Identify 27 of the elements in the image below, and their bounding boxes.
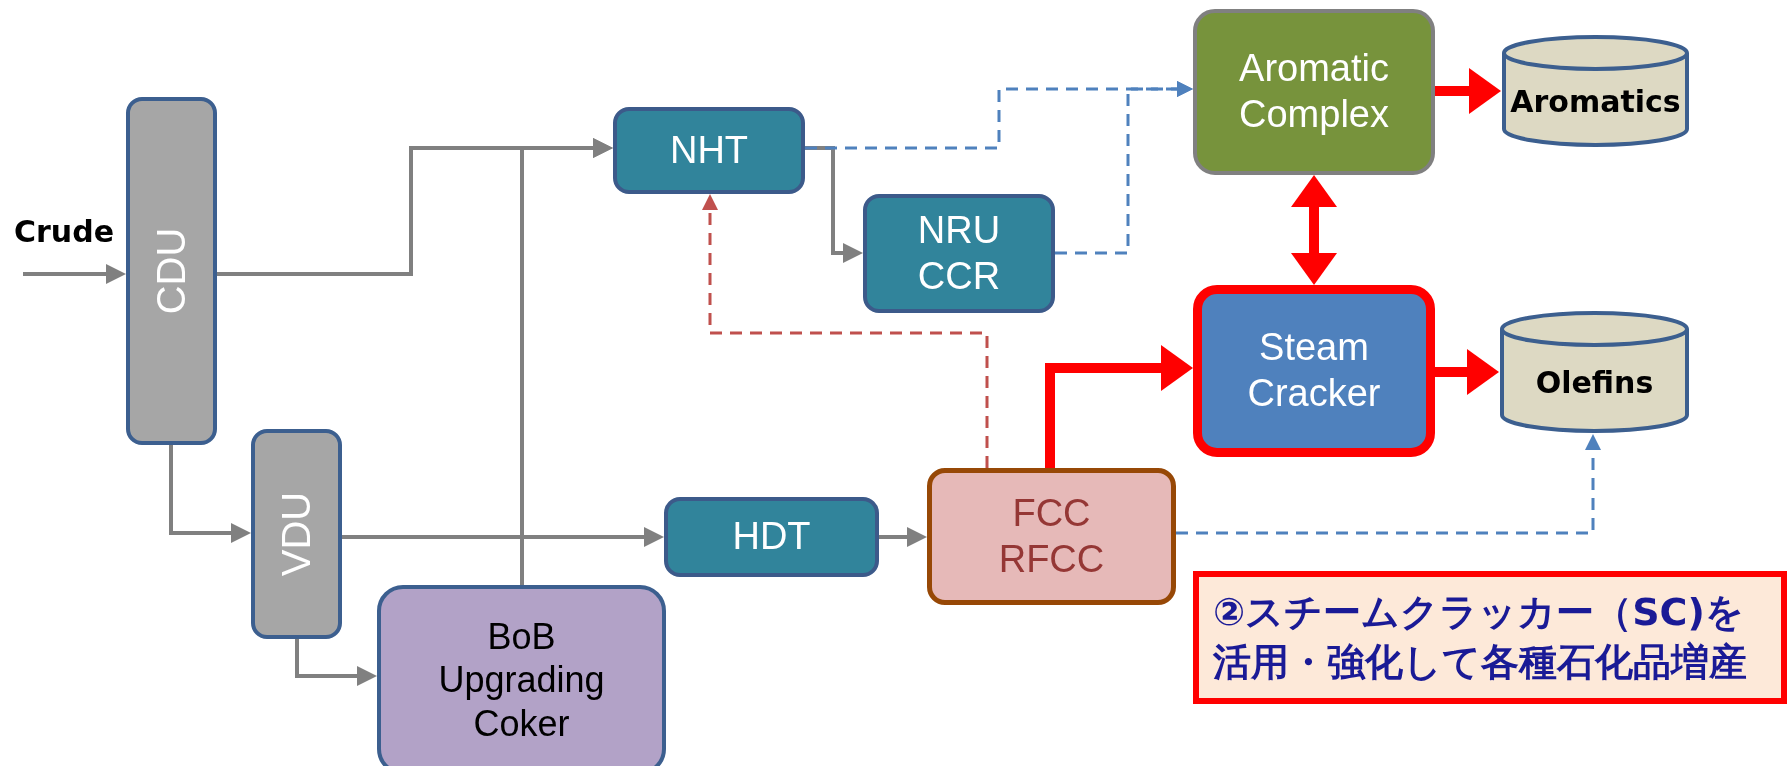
column-box: VDU — [251, 429, 342, 639]
edge-label: Crude — [14, 214, 114, 249]
arrow — [1291, 175, 1337, 285]
storage-tank: Olefins — [1499, 310, 1690, 434]
process-box: Steam Cracker — [1193, 285, 1435, 457]
process-box: NHT — [613, 107, 805, 194]
arrow — [520, 138, 613, 585]
storage-tank: Aromatics — [1501, 34, 1690, 148]
dashed-arrow — [702, 194, 989, 468]
process-box: HDT — [664, 497, 879, 577]
arrow — [1045, 345, 1193, 468]
process-box: BoB Upgrading Coker — [377, 585, 666, 766]
arrow — [169, 445, 251, 543]
note-box: ②スチームクラッカー（SC)を活用・強化して各種石化品増産 — [1193, 571, 1787, 704]
process-box: Aromatic Complex — [1193, 9, 1435, 175]
dashed-arrow — [1055, 81, 1193, 255]
arrow — [805, 146, 863, 263]
dashed-arrow — [1176, 434, 1601, 535]
arrow — [1435, 349, 1499, 395]
arrow — [1435, 68, 1501, 114]
column-box: CDU — [126, 97, 217, 445]
process-box: FCC RFCC — [927, 468, 1176, 605]
process-box: NRU CCR — [863, 194, 1055, 313]
arrow — [295, 639, 377, 686]
arrow — [342, 527, 664, 547]
arrow — [23, 264, 126, 284]
arrow — [879, 527, 927, 547]
